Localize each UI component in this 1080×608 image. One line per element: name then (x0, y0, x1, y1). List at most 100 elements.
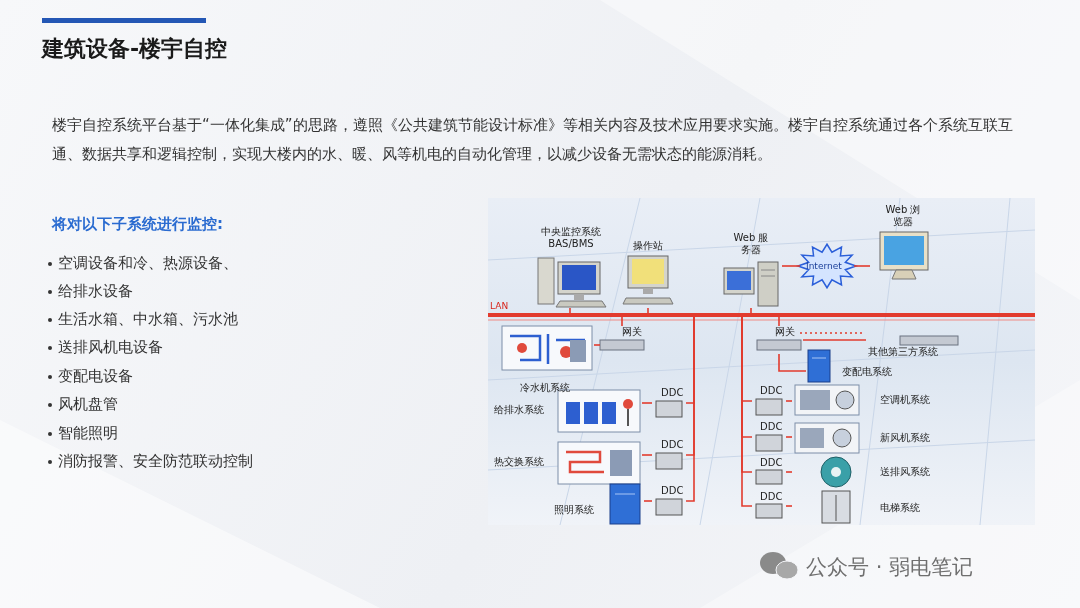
network-link (686, 317, 694, 403)
web-server-icon (727, 271, 751, 290)
list-item: 消防报警、安全防范联动控制 (58, 451, 253, 472)
node-label: 操作站 (633, 240, 663, 252)
background-shapes (0, 420, 380, 608)
subsystem-box: 给排水系统 (492, 388, 642, 434)
network-link (786, 505, 792, 507)
web-server-icon (724, 262, 778, 306)
gateway-device (600, 340, 644, 350)
water-pump-icon (627, 409, 629, 426)
chiller-icon (570, 340, 586, 362)
central-computer-icon (558, 262, 600, 294)
ddc-controller (756, 504, 782, 518)
ddc-controller (756, 470, 782, 484)
elevator-icon (836, 495, 837, 521)
network-link (594, 344, 600, 346)
gateway-device (757, 340, 801, 350)
node-label: DDC (760, 457, 782, 469)
browser-monitor-icon (880, 232, 928, 279)
subsystem-box: 变配电系统 (806, 360, 910, 382)
browser-monitor-icon (880, 232, 928, 270)
bullet-dot (48, 403, 52, 407)
switchgear-cabinet (808, 350, 830, 382)
bullet-dot (48, 460, 52, 464)
bullet-dot (48, 346, 52, 350)
node-label: DDC (661, 439, 683, 451)
node-label: LAN (490, 300, 508, 312)
ddc-controller (756, 435, 782, 451)
node-label: 冷水机系统 (520, 382, 570, 394)
subsystem-box: 照明系统 (552, 484, 644, 526)
network-link (686, 317, 694, 501)
fan-icon (821, 457, 851, 487)
water-pump-icon (558, 390, 640, 432)
fan-icon (821, 457, 851, 487)
node-label: 网关 (622, 326, 642, 338)
node-label: 给排水系统 (494, 404, 544, 416)
node-label: Web 浏览器 (883, 204, 923, 228)
lan-second-line (488, 320, 1035, 321)
water-pump-icon (558, 390, 640, 432)
list-item: 变配电设备 (58, 366, 133, 387)
subsystem-box: 其他第三方系统 (866, 334, 960, 358)
lan-bus: LAN (488, 313, 1035, 317)
diagram-panel (488, 198, 1035, 525)
subsystem-box: 送排风系统 (792, 456, 952, 490)
operator-station-icon (623, 256, 673, 304)
web-server-icon (761, 276, 775, 277)
node-label: 送排风系统 (880, 466, 930, 478)
ddc-box: DDC (652, 386, 686, 420)
subsystem-box: 电梯系统 (792, 490, 952, 524)
node-label: DDC (760, 491, 782, 503)
bullet-dot (48, 262, 52, 266)
air-handler-icon (795, 385, 859, 415)
network-link (778, 317, 780, 326)
lighting-cabinet (610, 484, 640, 524)
ddc-box: DDC (752, 384, 786, 418)
water-pump-icon (584, 402, 598, 424)
browser-monitor-icon (884, 236, 924, 265)
subsystem-box: 新风机系统 (792, 420, 952, 456)
web-server-icon (724, 268, 754, 294)
network-link (786, 400, 792, 402)
network-link (642, 402, 652, 404)
ddc-box: DDC (652, 484, 686, 518)
air-handler-icon (800, 390, 830, 410)
switchgear-cabinet (812, 358, 826, 359)
node-label: Internet (806, 260, 842, 272)
air-handler-icon (836, 391, 854, 409)
gateway-box: 网关 (755, 326, 803, 354)
ddc-box: DDC (752, 456, 786, 488)
ddc-box: DDC (752, 490, 786, 522)
node-label: DDC (760, 385, 782, 397)
node-label: Web 服务器 (731, 232, 771, 256)
network-link (742, 317, 752, 401)
central-computer-icon (562, 265, 596, 290)
elevator-icon (822, 491, 850, 523)
air-handler-icon (800, 428, 824, 448)
operator-station-icon (632, 259, 664, 284)
air-handler-icon (795, 385, 859, 453)
diagram-panel (488, 198, 1035, 525)
ddc-controller (656, 499, 682, 515)
chiller-icon (502, 326, 592, 370)
node-label: 中央监控系统 BAS/BMS (538, 226, 604, 250)
heat-exchanger-icon (610, 450, 632, 476)
operator-station-icon (643, 288, 653, 294)
operator-station-icon (623, 298, 673, 304)
network-link (642, 454, 652, 456)
intro-paragraph: 楼宇自控系统平台基于“一体化集成”的思路，遵照《公共建筑节能设计标准》等相关内容… (52, 111, 1017, 169)
fan-icon (831, 467, 841, 477)
lighting-cabinet (615, 494, 635, 495)
gateway-device (900, 336, 958, 345)
heat-exchanger-icon (558, 442, 640, 484)
bullet-dot (48, 375, 52, 379)
central-computer-icon (538, 258, 606, 307)
web-server-icon (761, 270, 775, 271)
operator-station-icon (628, 256, 668, 288)
subsystem-box: 冷水机系统 (500, 326, 594, 396)
network-link (621, 317, 623, 326)
browser-monitor-icon (892, 270, 916, 279)
